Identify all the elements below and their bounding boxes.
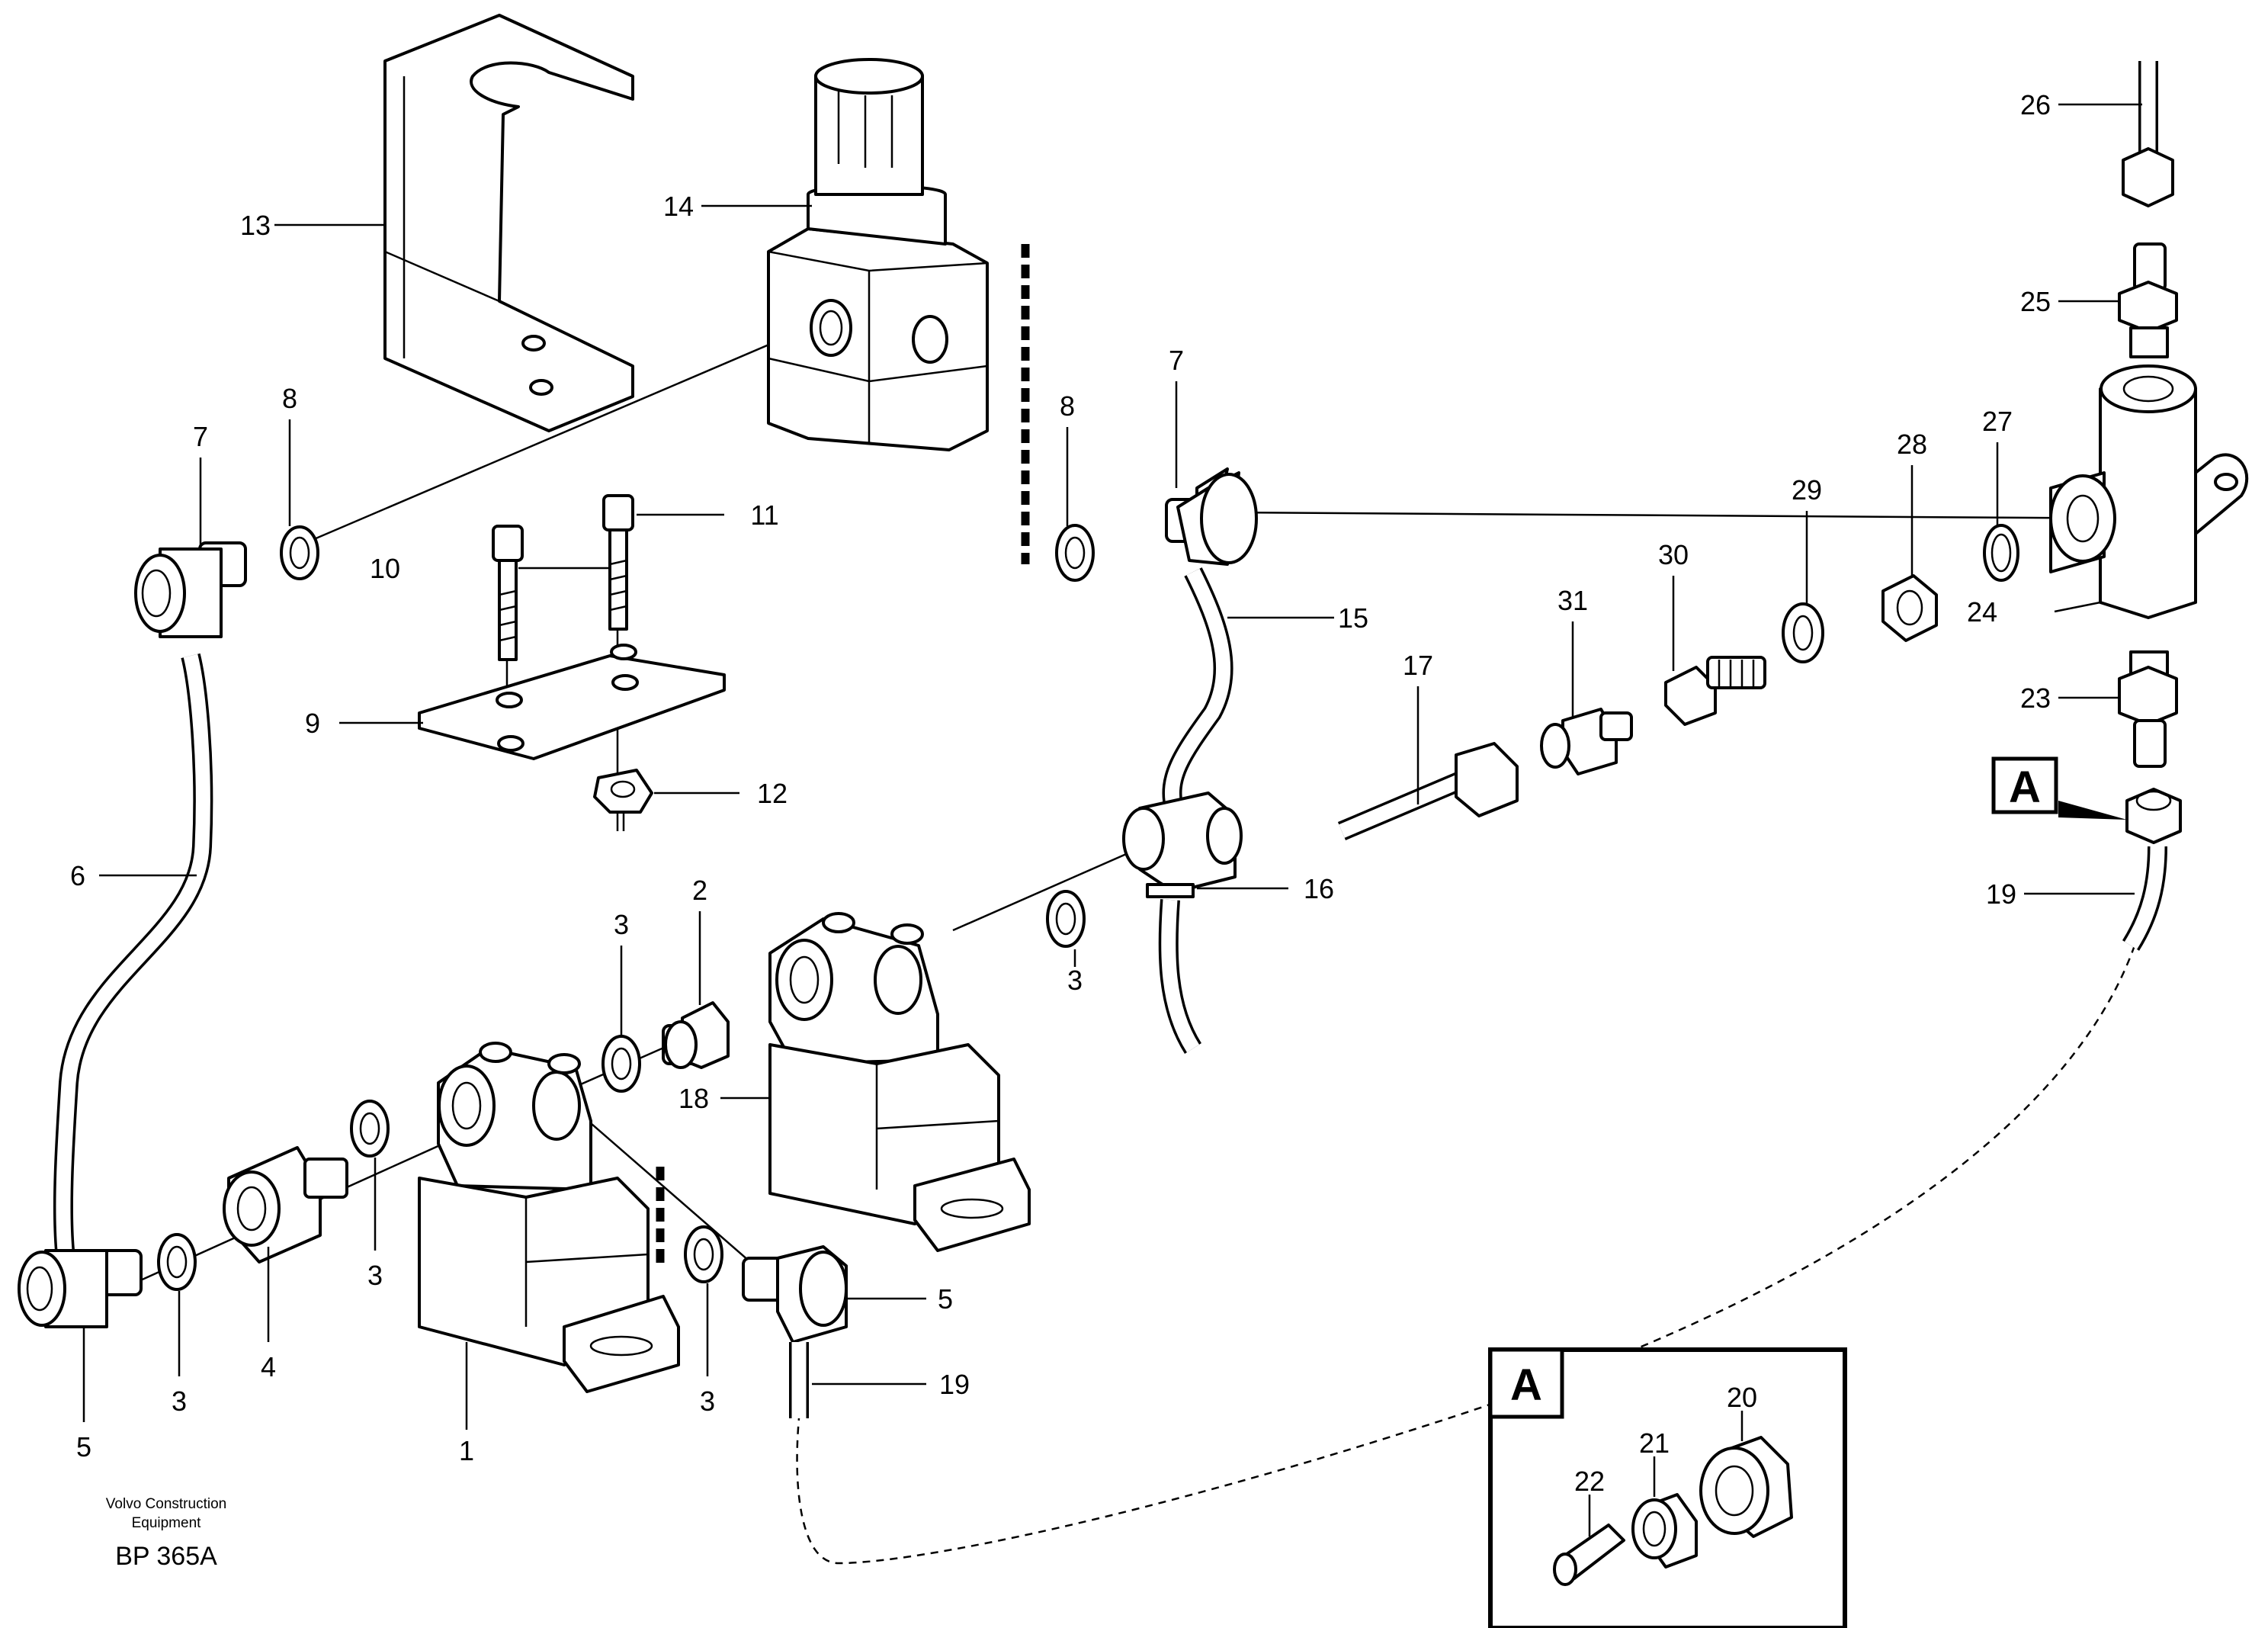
callout-24: 24 — [1967, 596, 1997, 628]
hose-route-dashed — [796, 945, 2136, 1565]
callout-8-right: 8 — [1060, 390, 1075, 422]
solenoid-valve-1 — [418, 1042, 680, 1393]
screw-11 — [602, 494, 634, 631]
nipple-25 — [2118, 242, 2178, 358]
drawing-code: BP 365A — [115, 1542, 217, 1571]
callout-18: 18 — [678, 1083, 709, 1114]
washer-3-d — [601, 1035, 641, 1093]
washer-8-right — [1055, 524, 1095, 582]
washer-29 — [1782, 602, 1824, 663]
nut-19-top — [2125, 788, 2182, 844]
plug-2 — [662, 1001, 730, 1069]
callout-3-middle: 3 — [1067, 965, 1083, 996]
nipple-30 — [1664, 656, 1766, 726]
callout-27: 27 — [1982, 406, 2013, 437]
solenoid-valve-18 — [768, 912, 1031, 1252]
callout-31: 31 — [1557, 585, 1588, 616]
bracket-13 — [383, 14, 634, 432]
callout-21: 21 — [1639, 1427, 1670, 1459]
washer-3-c — [1046, 890, 1086, 948]
insert-22 — [1553, 1524, 1625, 1586]
callout-labels: 13 14 26 25 7 8 7 8 11 10 9 12 27 28 29 … — [70, 89, 2051, 1497]
washer-8-left — [280, 525, 319, 580]
callout-23: 23 — [2020, 682, 2051, 714]
detail-a-pointer: A — [1991, 756, 2127, 820]
callout-22: 22 — [1574, 1466, 1605, 1497]
callout-15: 15 — [1338, 602, 1368, 634]
callout-19-lower: 19 — [939, 1369, 970, 1400]
callout-29: 29 — [1792, 474, 1822, 506]
callout-3-lower: 3 — [700, 1386, 715, 1417]
callout-11: 11 — [750, 499, 778, 531]
callout-8-left: 8 — [282, 383, 297, 414]
company-line-1: Volvo Construction — [106, 1496, 226, 1512]
ring-21 — [1631, 1493, 1698, 1569]
callout-7-right: 7 — [1169, 345, 1184, 376]
elbow-fitting-5-left — [18, 1249, 143, 1328]
leader-lines — [82, 103, 2142, 1536]
nut-20 — [1699, 1436, 1793, 1538]
nipple-23 — [2118, 650, 2178, 768]
callout-20: 20 — [1727, 1382, 1757, 1413]
union-31 — [1540, 708, 1633, 775]
company-line-2: Equipment — [132, 1515, 202, 1531]
regulator-14 — [767, 58, 989, 451]
callout-14: 14 — [663, 191, 694, 222]
callout-10: 10 — [370, 553, 400, 584]
callout-19-upper: 19 — [1986, 878, 2016, 910]
hose-6 — [53, 653, 213, 1252]
detail-tag-box: A — [1510, 1360, 1542, 1410]
detail-tag-pointer: A — [2009, 763, 2041, 812]
elbow-fitting-5-right — [742, 1245, 848, 1344]
tee-24 — [2049, 364, 2249, 619]
cross-fitting-16 — [1122, 792, 1243, 898]
elbow-fitting-7-right — [1165, 467, 1258, 566]
callout-28: 28 — [1897, 429, 1927, 460]
nut-28 — [1881, 574, 1938, 642]
callout-4: 4 — [261, 1351, 276, 1382]
callout-30: 30 — [1658, 539, 1689, 570]
callout-2: 2 — [692, 875, 707, 906]
o-ring-27 — [1983, 524, 2019, 582]
nut-12 — [593, 769, 653, 831]
callout-1: 1 — [459, 1435, 474, 1466]
detail-a-box: A — [1488, 1347, 1847, 1628]
washer-3-e — [684, 1225, 723, 1283]
adapter-4 — [223, 1146, 348, 1264]
callout-12: 12 — [757, 778, 788, 809]
callout-3-far-left: 3 — [172, 1386, 187, 1417]
hose-15 — [1162, 567, 1233, 811]
callout-13: 13 — [240, 210, 271, 241]
hose-19-upper — [2122, 846, 2167, 951]
washer-3-b — [350, 1100, 390, 1158]
callout-26: 26 — [2020, 89, 2051, 120]
hose-16-lower — [1158, 899, 1202, 1054]
elbow-fitting-7-left — [134, 541, 247, 638]
washer-3-a — [157, 1233, 197, 1291]
tube-26 — [2122, 61, 2174, 207]
callout-5-left: 5 — [76, 1431, 91, 1463]
callout-6: 6 — [70, 860, 85, 891]
callout-3-upper: 3 — [614, 909, 629, 940]
callout-5-right: 5 — [938, 1283, 953, 1315]
tube-17 — [1337, 742, 1519, 840]
plate-9 — [418, 644, 726, 760]
callout-16: 16 — [1304, 873, 1334, 904]
callout-3-left: 3 — [367, 1260, 383, 1291]
callout-7-left: 7 — [193, 421, 208, 452]
title-block: Volvo Construction Equipment BP 365A — [106, 1496, 226, 1571]
callout-17: 17 — [1403, 650, 1433, 681]
screw-10 — [492, 525, 524, 661]
callout-25: 25 — [2020, 286, 2051, 317]
callout-9: 9 — [305, 708, 320, 739]
